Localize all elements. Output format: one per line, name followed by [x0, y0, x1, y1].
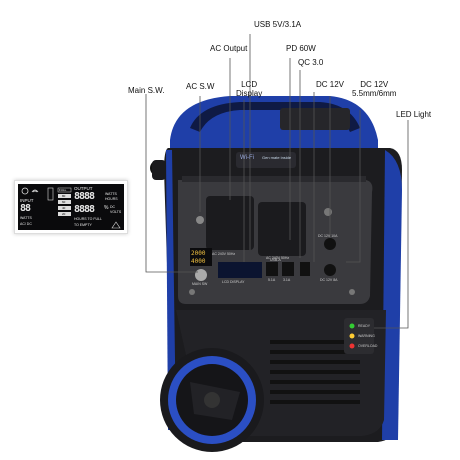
main-sw-tag: MAIN SW [192, 282, 208, 286]
lcd-screen [218, 262, 262, 278]
main-display [190, 248, 212, 266]
top-panel [280, 108, 350, 130]
usb-rating-2: 3.1A [283, 278, 291, 282]
display-bottom: 4000 [191, 258, 206, 265]
left-accent [166, 150, 176, 430]
display-top: 2000 [191, 250, 206, 257]
lcd-digits-bottom: 8888 [74, 204, 95, 215]
lcd-hours-to-full: HOURS TO FULL [74, 217, 102, 221]
lcd-icons [21, 187, 121, 229]
callout-main-sw: Main S.W. [128, 86, 165, 95]
ac-label-1: AC 240V 50Hz [212, 252, 236, 256]
lcd-output: OUTPUT [74, 186, 93, 191]
dc-tag-1: DC 12V 10A [318, 234, 338, 238]
callout-pd: PD 60W [286, 44, 316, 53]
callout-qc: QC 3.0 [298, 58, 324, 67]
lcd-level-20: 20 [62, 212, 66, 216]
lcd-watts: WATTS [20, 216, 32, 220]
vent-grille [270, 340, 360, 404]
side-accent [382, 150, 402, 440]
callout-usb: USB 5V/3.1A [254, 20, 302, 29]
gen-badge: Gen mate inside [262, 155, 292, 160]
callout-dc12: DC 12V [316, 80, 345, 89]
ac-outlet-1 [206, 196, 254, 250]
usb-tag: USB-A [270, 258, 281, 262]
lcd-digits-left: 88 [20, 203, 31, 214]
dc-tag-2: DC 12V 8A [320, 278, 338, 282]
ac-outlet-2 [258, 202, 306, 256]
lcd-units-bottom-1: DC [110, 205, 116, 209]
lcd-level-60: 60 [62, 200, 66, 204]
lcd-units-top-1: WATTS [105, 192, 117, 196]
dc12-line1: DC 12V [360, 80, 389, 89]
dc-port-1 [324, 238, 336, 250]
usb-rating-1: 5.1A [268, 278, 276, 282]
wifi-badge: Wi-Fi [240, 155, 254, 161]
callout-dc12-size: DC 12V 5.5mm/6mm [352, 80, 396, 98]
ac-label-2: AC 240V 50Hz [266, 256, 290, 260]
callout-lines [145, 34, 409, 329]
lcd-line2: Display [236, 89, 263, 99]
lcd-panel-inset: OUTPUT INPUT FULL 80 60 40 20 88 8888 88… [14, 180, 128, 234]
lcd-level-40: 40 [62, 206, 66, 210]
callout-led-light: LED Light [396, 110, 432, 119]
lcd-level-80: 80 [62, 194, 66, 198]
lcd-units-bottom-2: VOLTS [110, 210, 122, 214]
lcd-digits-top: 8888 [74, 191, 95, 202]
lcd-full: FULL [59, 188, 67, 192]
callout-ac-sw: AC S.W [186, 82, 215, 91]
lcd-display-tag: LCD DISPLAY [222, 280, 245, 284]
dc12-line2: 5.5mm/6mm [352, 89, 397, 99]
lcd-pct: % [104, 205, 109, 211]
led-tag-ready: READY [358, 324, 371, 328]
led-tag-overload: OVERLOAD [358, 344, 378, 348]
callout-ac-output: AC Output [210, 44, 248, 53]
lcd-line1: LCD [241, 80, 258, 89]
lcd-input: INPUT [20, 198, 34, 203]
lcd-units-top-2: HOURS [105, 197, 118, 201]
callout-lcd: LCD Display [236, 80, 262, 98]
lcd-ac-dc: AC/ DC [20, 222, 32, 226]
led-tag-warning: WARNING [358, 334, 375, 338]
dc-port-2 [324, 264, 336, 276]
lcd-to-empty: TO EMPTY [74, 223, 92, 227]
lcd-panel: OUTPUT INPUT FULL 80 60 40 20 88 8888 88… [18, 184, 124, 230]
main-switch [195, 269, 207, 281]
